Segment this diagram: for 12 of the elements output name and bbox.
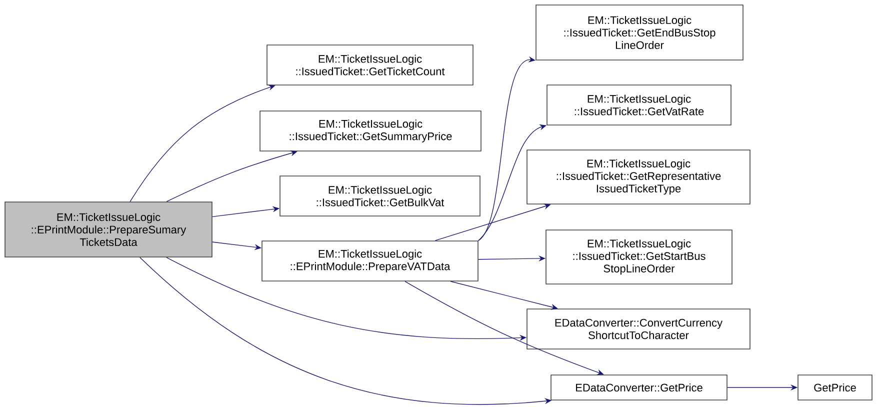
function-box: GetPrice [798,374,872,400]
function-box: EM::TicketIssueLogic ::IssuedTicket::GetRepresentative IssuedTicketType [526,150,750,204]
function-box: EM::TicketIssueLogic ::IssuedTicket::GetStartBus StopLineOrder [546,230,732,284]
function-box: EDataConverter::GetPrice [550,374,728,400]
function-box: EM::TicketIssueLogic ::IssuedTicket::GetBulkVat [280,176,480,216]
function-box: EDataConverter::ConvertCurrency ShortcutToCharacter [526,308,750,350]
function-box: EM::TicketIssueLogic ::EPrintModule::PrepareSumary TicketsData [4,202,212,258]
function-box: EM::TicketIssueLogic ::IssuedTicket::GetTicketCount [266,44,474,86]
function-box: EM::TicketIssueLogic ::IssuedTicket::GetSummaryPrice [260,110,482,152]
function-box: EM::TicketIssueLogic ::EPrintModule::PrepareVATData [262,240,478,282]
function-box: EM::TicketIssueLogic ::IssuedTicket::GetVatRate [546,84,732,126]
function-box: EM::TicketIssueLogic ::IssuedTicket::GetEndBusStop LineOrder [536,4,744,60]
